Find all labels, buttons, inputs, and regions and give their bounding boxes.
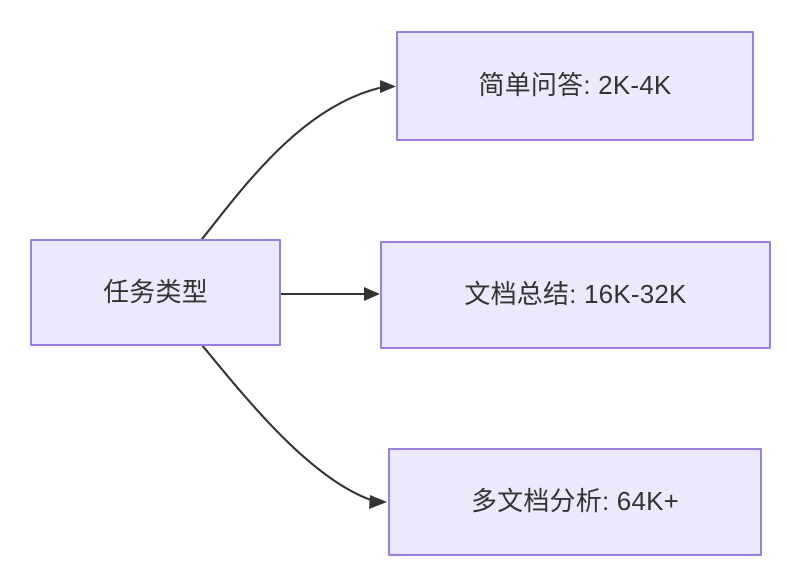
edge-to-multi-doc-arrowhead	[369, 495, 387, 509]
edge-to-doc-summary	[279, 287, 380, 301]
node-simple-qa-label: 简单问答: 2K-4K	[478, 70, 672, 101]
edge-to-doc-summary-arrowhead	[364, 287, 380, 301]
edge-to-simple-qa	[200, 80, 396, 241]
node-task-type[interactable]: 任务类型	[30, 239, 281, 346]
node-simple-qa[interactable]: 简单问答: 2K-4K	[396, 31, 754, 141]
edge-to-simple-qa-arrowhead	[380, 80, 396, 93]
node-multi-doc[interactable]: 多文档分析: 64K+	[388, 448, 762, 556]
edge-to-multi-doc-path	[200, 343, 373, 502]
edge-to-simple-qa-path	[200, 86, 381, 241]
node-multi-doc-label: 多文档分析: 64K+	[470, 486, 680, 517]
node-doc-summary-label: 文档总结: 16K-32K	[464, 279, 687, 310]
node-task-type-label: 任务类型	[103, 276, 208, 307]
edge-to-multi-doc	[200, 343, 387, 509]
node-doc-summary[interactable]: 文档总结: 16K-32K	[380, 241, 771, 349]
